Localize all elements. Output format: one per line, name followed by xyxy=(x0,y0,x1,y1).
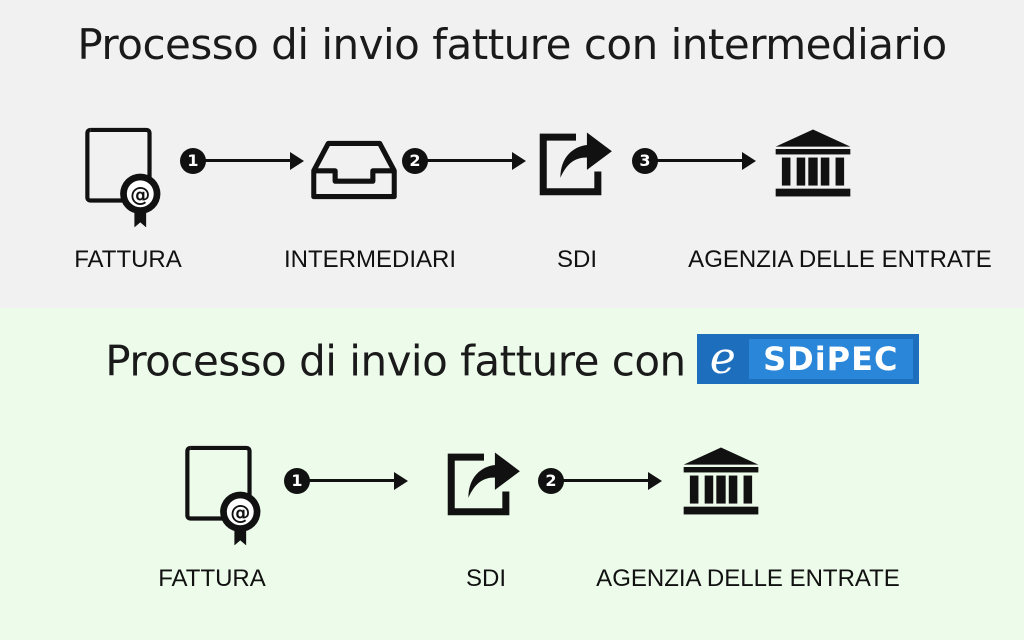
step-number-badge: 3 xyxy=(632,148,658,174)
step-label-intermediari: INTERMEDIARI xyxy=(283,246,457,273)
sdipec-logo-mark: e xyxy=(709,333,736,384)
arrow-step-1: 1 xyxy=(284,468,408,494)
step-label-agenzia-entrate: AGENZIA DELLE ENTRATE xyxy=(688,246,992,273)
title-sdipec-text: Processo di invio fatture con xyxy=(105,336,686,386)
step-label-sdi: SDI xyxy=(556,246,598,273)
arrow-step-1: 1 xyxy=(180,148,304,174)
arrow-step-2: 2 xyxy=(402,148,526,174)
title-intermediary-process: Processo di invio fatture con intermedia… xyxy=(77,20,947,69)
invoice-certificate-icon xyxy=(184,436,268,554)
step-number-badge: 1 xyxy=(180,148,206,174)
step-number-badge: 2 xyxy=(538,468,564,494)
title-sdipec-process: Processo di invio fatture con e SDiPEC xyxy=(0,333,1024,386)
share-export-icon xyxy=(536,120,616,198)
step-label-sdi: SDI xyxy=(465,565,507,592)
sdipec-logo-text: SDiPEC xyxy=(748,339,913,379)
step-label-fattura: FATTURA xyxy=(74,246,182,273)
government-building-icon xyxy=(682,446,760,516)
sdipec-logo: e SDiPEC xyxy=(696,333,919,384)
step-label-fattura: FATTURA xyxy=(158,565,266,592)
step-label-agenzia-entrate: AGENZIA DELLE ENTRATE xyxy=(596,565,900,592)
step-number-badge: 2 xyxy=(402,148,428,174)
arrow-step-2: 2 xyxy=(538,468,662,494)
invoice-certificate-icon xyxy=(84,118,168,236)
inbox-tray-icon xyxy=(310,140,398,200)
step-number-badge: 1 xyxy=(284,468,310,494)
arrow-step-3: 3 xyxy=(632,148,756,174)
share-export-icon xyxy=(444,440,524,518)
government-building-icon xyxy=(774,128,852,198)
